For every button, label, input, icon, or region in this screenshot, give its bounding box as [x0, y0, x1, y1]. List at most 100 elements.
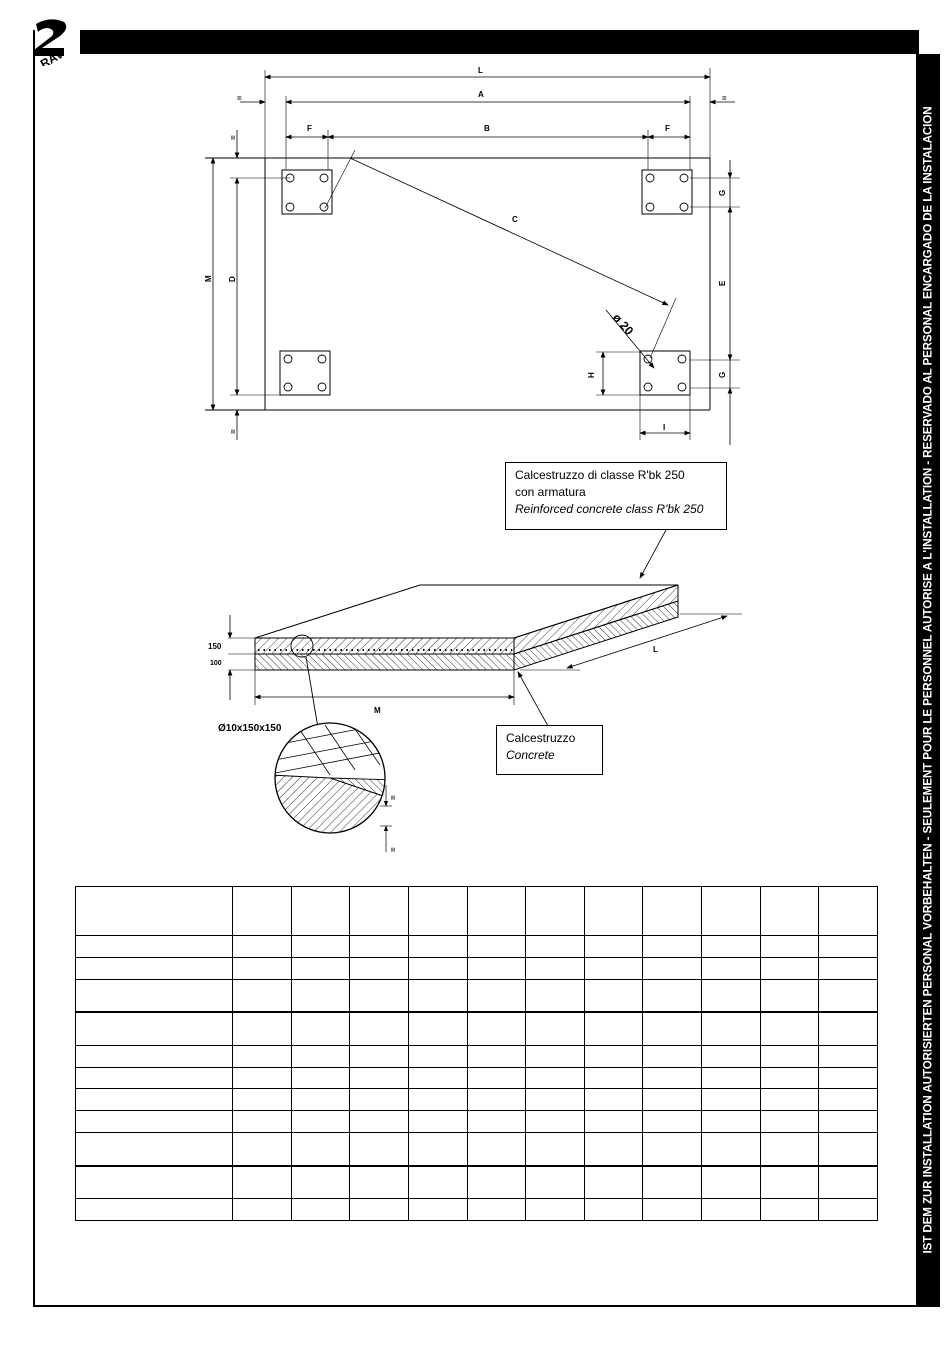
anchor-hole — [643, 382, 653, 392]
dim-label-F-right: F — [665, 124, 670, 133]
anchor-hole — [679, 202, 689, 212]
anchor-hole — [645, 173, 655, 183]
table-cell — [75, 956, 233, 980]
table-cell — [290, 1044, 351, 1068]
table-cell — [759, 1110, 820, 1134]
table-row — [75, 1110, 878, 1134]
note-line: con armatura — [515, 485, 586, 499]
anchor-hole — [677, 354, 687, 364]
eq-mark: = — [229, 135, 238, 140]
table-cell — [701, 886, 761, 936]
table-cell — [232, 1164, 292, 1200]
table-cell — [583, 886, 644, 936]
table-row — [75, 956, 878, 980]
table-cell — [701, 1110, 761, 1134]
table-cell — [407, 1110, 468, 1134]
table-cell — [349, 956, 409, 980]
table-cell — [290, 886, 351, 936]
table-cell — [290, 956, 351, 980]
table-cell — [290, 1110, 351, 1134]
table-cell — [349, 1110, 409, 1134]
table-cell — [407, 1011, 468, 1046]
table-cell — [701, 1132, 761, 1167]
table-cell — [407, 1066, 468, 1090]
section-labels: 150 100 M L Ø10x150x150 = = — [208, 642, 658, 852]
dim-label-B: B — [484, 124, 490, 133]
table-cell — [818, 1011, 878, 1046]
table-cell — [349, 935, 409, 958]
anchor-hole — [317, 382, 327, 392]
table-cell — [583, 956, 644, 980]
table-cell — [349, 1132, 409, 1167]
anchor-hole — [283, 354, 293, 364]
table-cell — [583, 1044, 644, 1068]
table-cell — [349, 886, 409, 936]
anchor-hole — [319, 173, 329, 183]
table-cell — [466, 1011, 527, 1046]
table-cell — [583, 1066, 644, 1090]
table-cell — [701, 1198, 761, 1221]
table-cell — [466, 956, 527, 980]
table-cell — [759, 886, 820, 936]
table-cell — [759, 956, 820, 980]
anchor-hole — [677, 382, 687, 392]
table-cell — [583, 1164, 644, 1200]
table-cell — [701, 978, 761, 1013]
table-cell — [759, 1011, 820, 1046]
section-label-M: M — [374, 706, 381, 715]
table-cell — [583, 1088, 644, 1112]
eq-mark: = — [229, 429, 238, 434]
table-cell — [525, 1110, 585, 1134]
page-frame — [33, 30, 919, 1307]
table-cell — [232, 1011, 292, 1046]
table-row — [75, 1164, 878, 1200]
dim-label-A: A — [478, 90, 484, 99]
table-cell — [818, 935, 878, 958]
company-logo: RAV — [34, 19, 67, 66]
table-cell — [349, 1198, 409, 1221]
anchor-hole — [285, 202, 295, 212]
table-cell — [232, 978, 292, 1013]
table-row — [75, 1198, 878, 1221]
table-cell — [407, 1132, 468, 1167]
table-row — [75, 1132, 878, 1167]
table-cell — [525, 1164, 585, 1200]
table-cell — [466, 1066, 527, 1090]
table-cell — [701, 1088, 761, 1112]
table-cell — [232, 956, 292, 980]
dim-label-F-left: F — [307, 124, 312, 133]
table-cell — [407, 978, 468, 1013]
table-cell — [642, 1164, 702, 1200]
table-cell — [232, 1088, 292, 1112]
section-label-L: L — [653, 645, 658, 654]
table-cell — [290, 935, 351, 958]
table-cell — [759, 1132, 820, 1167]
header-bar — [80, 30, 919, 54]
table-cell — [642, 1198, 702, 1221]
table-cell — [290, 978, 351, 1013]
table-cell — [642, 978, 702, 1013]
table-row — [75, 1088, 878, 1112]
plan-view — [205, 68, 740, 445]
table-cell — [290, 1198, 351, 1221]
table-cell — [642, 1132, 702, 1167]
table-cell — [407, 1198, 468, 1221]
rebar-detail — [274, 722, 392, 852]
table-cell — [818, 1198, 878, 1221]
table-cell — [818, 1044, 878, 1068]
anchor-hole — [317, 354, 327, 364]
table-cell — [759, 978, 820, 1013]
table-cell — [701, 1044, 761, 1068]
note-line: Calcestruzzo di classe R'bk 250 — [515, 468, 685, 482]
table-cell — [759, 1044, 820, 1068]
table-cell — [525, 1088, 585, 1112]
eq-mark: = — [722, 94, 727, 103]
table-cell — [75, 1088, 233, 1112]
table-row — [75, 1066, 878, 1090]
table-cell — [232, 1044, 292, 1068]
table-cell — [583, 978, 644, 1013]
table-cell — [407, 886, 468, 936]
table-cell — [642, 1066, 702, 1090]
table-cell — [818, 1132, 878, 1167]
